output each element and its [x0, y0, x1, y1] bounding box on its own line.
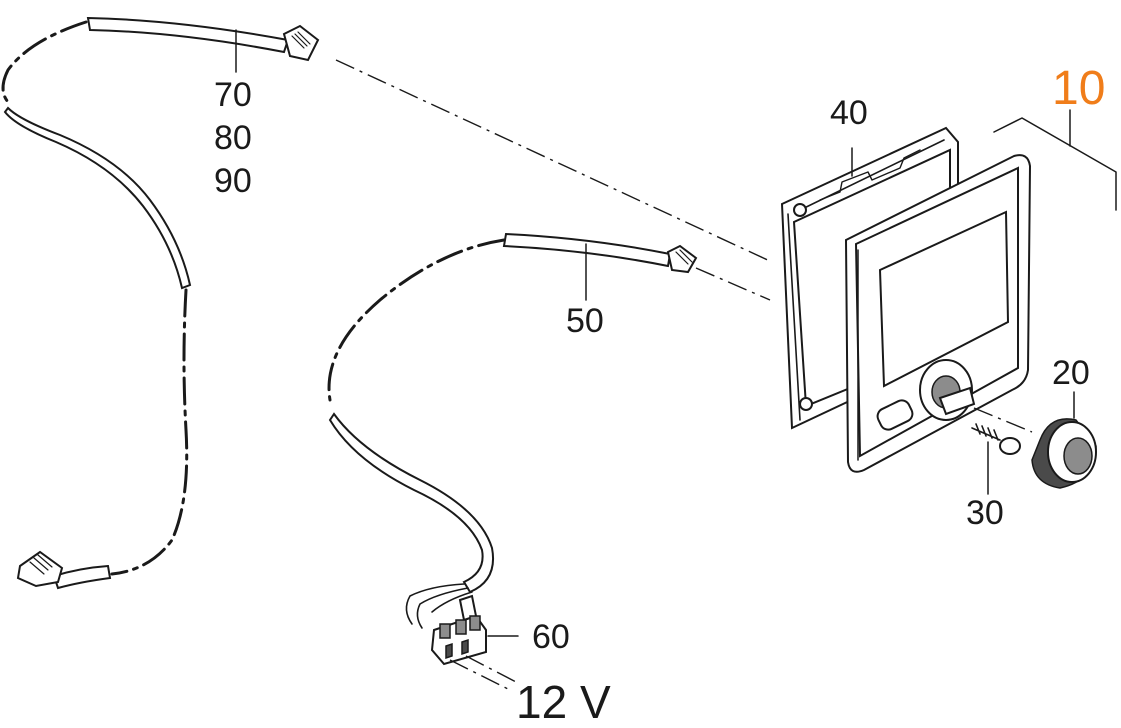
knob-icon: [1031, 391, 1097, 489]
callout-label-30: 30: [966, 494, 1004, 532]
long-cable-bottom-plug-icon: [16, 550, 64, 588]
connection-line-short: [695, 267, 771, 301]
display-screen: [878, 210, 1010, 388]
long-cable-body: [3, 106, 192, 290]
long-cable-bottom-tube: [52, 564, 112, 590]
long-cable-top-tube: [86, 16, 290, 54]
callout-label-20: 20: [1052, 354, 1090, 392]
screw-icon: [971, 423, 1021, 495]
short-cable-wires: [405, 583, 473, 629]
callout-label-60: 60: [532, 618, 570, 656]
short-cable-top-tube: [502, 232, 672, 268]
long-cable-dashed-loop: [1, 20, 88, 104]
voltage-label: 12 V: [516, 676, 611, 728]
callout-label-10: 10: [1052, 62, 1105, 115]
short-cable: [327, 232, 698, 629]
short-cable-dashed-loop: [327, 238, 506, 402]
long-cable-top-plug-icon: [282, 24, 320, 62]
short-cable-body: [328, 412, 494, 594]
callout-label-40: 40: [830, 94, 868, 132]
callout-label-80: 80: [214, 119, 252, 157]
long-cable: [1, 16, 320, 590]
mounting-frame: [780, 126, 959, 430]
terminal-connector: [430, 594, 521, 691]
assembly-bracket: [993, 109, 1117, 211]
connection-line-long: [335, 59, 773, 263]
rotary-shaft: [919, 359, 976, 421]
short-cable-plug-icon: [666, 244, 698, 274]
control-display-unit: [844, 154, 1033, 473]
callout-label-90: 90: [214, 162, 252, 200]
display-button: [876, 399, 914, 431]
long-cable-dashed-run: [110, 288, 189, 576]
callout-label-70: 70: [214, 76, 252, 114]
callout-label-50: 50: [566, 302, 604, 340]
